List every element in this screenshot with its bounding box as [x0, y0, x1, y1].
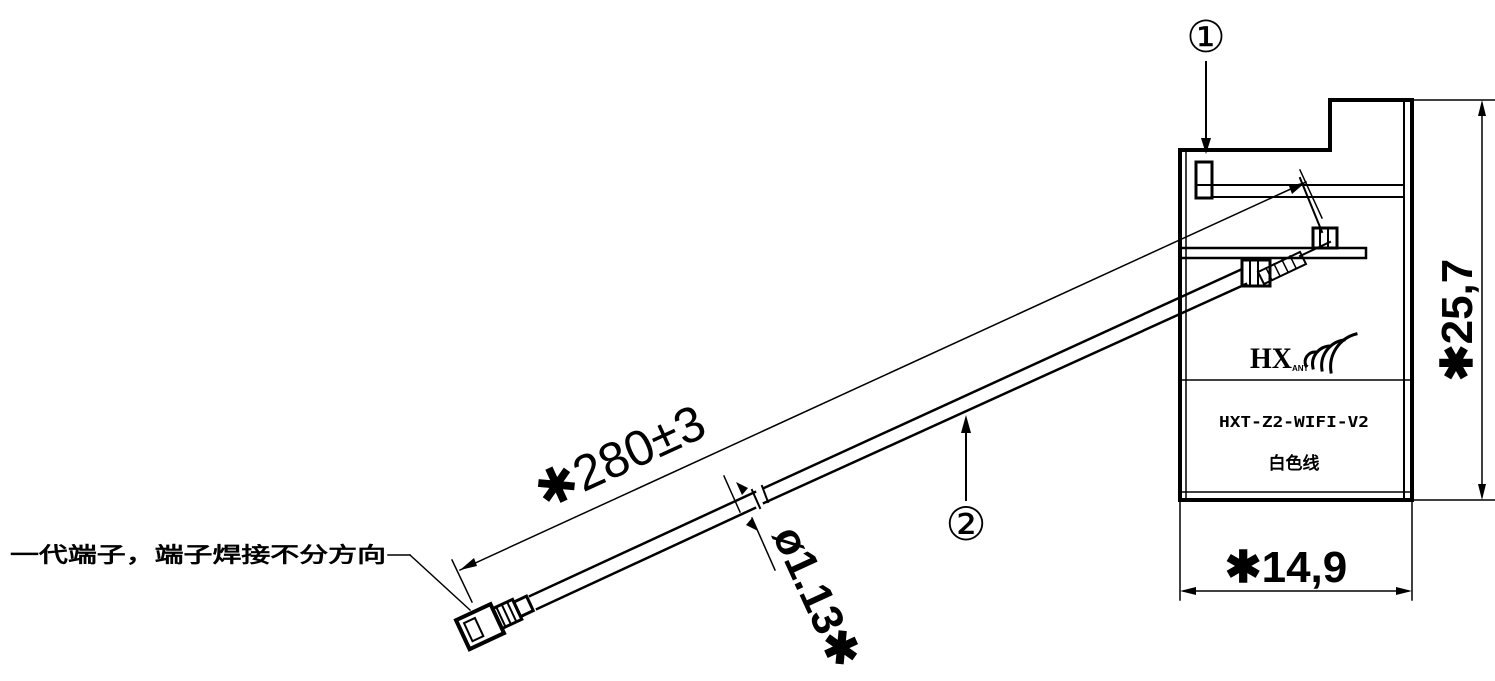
brand-sub-text: ANT: [1292, 364, 1309, 373]
pcb-strip: [1178, 246, 1368, 260]
cable-break-a: [750, 488, 762, 510]
cable-lower-edge-b: [762, 282, 1248, 505]
part-1-callout: ①: [1186, 13, 1226, 154]
height-dimension-label: ✱25,7: [1433, 259, 1482, 382]
cable-upper-edge-b: [762, 268, 1242, 490]
part-2-balloon: ②: [945, 498, 986, 550]
part-1-balloon: ①: [1186, 13, 1225, 62]
antenna-body: HX ANT HXT-Z2-WIFI-V2 白色线: [1178, 98, 1414, 502]
ipex-connector: [453, 594, 536, 652]
color-note-text: 白色线: [1269, 453, 1320, 473]
wifi-signal-icon: [1303, 332, 1358, 374]
cable-lower-edge-a: [535, 506, 757, 611]
diameter-dimension-label: ø1.13✱: [763, 519, 870, 675]
brand-text: HX: [1250, 342, 1292, 375]
diameter-dimension: ø1.13✱: [723, 475, 870, 675]
model-text: HXT-Z2-WIFI-V2: [1219, 413, 1369, 431]
connector-note: 一代端子，端子焊接不分方向: [10, 543, 472, 612]
cable-break-b: [760, 484, 770, 504]
length-dimension: ✱280±3: [451, 169, 1323, 603]
height-dimension: ✱25,7: [1411, 99, 1495, 501]
feed-lead: [1298, 176, 1324, 234]
brand-logo: HX ANT: [1250, 332, 1358, 375]
connector-note-text: 一代端子，端子焊接不分方向: [10, 543, 386, 567]
part-2-callout: ②: [945, 415, 987, 550]
radiating-element: [1194, 160, 1214, 200]
length-dimension-label: ✱280±3: [526, 394, 713, 520]
width-dimension: ✱14,9: [1179, 499, 1413, 601]
coax-cable: [528, 240, 1332, 611]
width-dimension-label: ✱14,9: [1225, 543, 1348, 592]
cable-braid-end: [1256, 240, 1332, 286]
antenna-outline: [1178, 98, 1414, 502]
solder-pad-top: [1311, 226, 1339, 250]
cable-upper-edge-a: [528, 490, 757, 598]
